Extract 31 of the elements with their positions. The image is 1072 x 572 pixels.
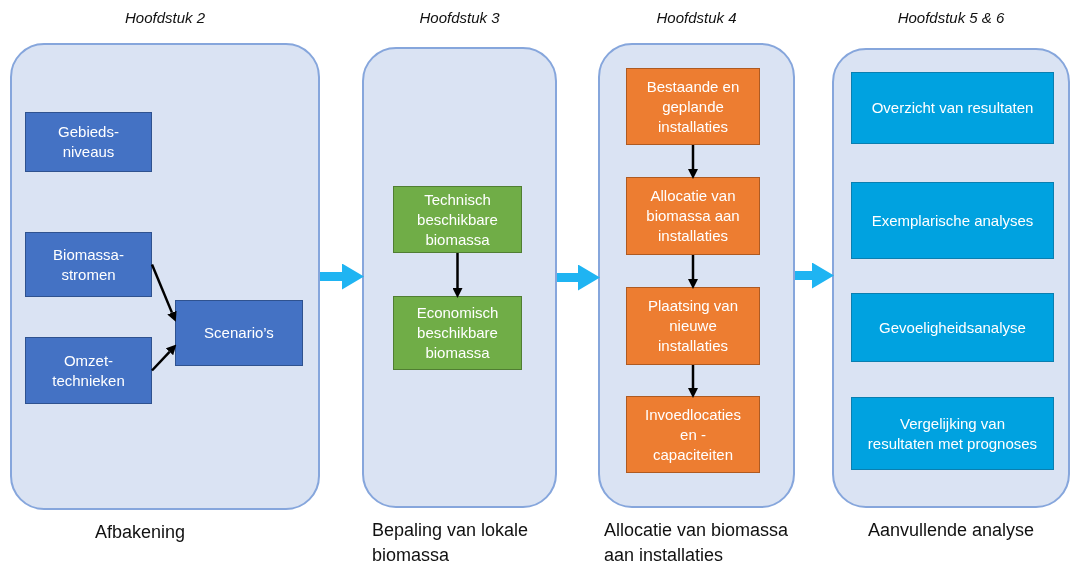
process-box: Gevoeligheidsanalyse xyxy=(851,293,1054,362)
process-box: Gebieds- niveaus xyxy=(25,112,152,172)
process-box: Overzicht van resultaten xyxy=(851,72,1054,144)
chapter-heading: Hoofdstuk 5 & 6 xyxy=(897,9,1005,26)
process-box: Economisch beschikbare biomassa xyxy=(393,296,522,370)
column-caption: Afbakening xyxy=(95,521,187,544)
chapter-heading: Hoofdstuk 3 xyxy=(419,9,500,26)
column-caption: Bepaling van lokale biomassa xyxy=(372,519,530,567)
arrow xyxy=(688,255,698,289)
arrow xyxy=(688,365,698,398)
arrow xyxy=(452,253,463,298)
arrow xyxy=(557,264,600,291)
arrow xyxy=(150,264,177,322)
arrow xyxy=(320,263,364,290)
chapter-heading: Hoofdstuk 4 xyxy=(656,9,737,26)
process-box: Vergelijking van resultaten met prognoses xyxy=(851,397,1054,470)
process-box: Bestaande en geplande installaties xyxy=(626,68,760,145)
process-box: Biomassa- stromen xyxy=(25,232,152,297)
process-box: Technisch beschikbare biomassa xyxy=(393,186,522,253)
column-caption: Aanvullende analyse xyxy=(866,519,1036,542)
process-box: Omzet- technieken xyxy=(25,337,152,404)
arrow xyxy=(688,145,698,179)
process-box: Exemplarische analyses xyxy=(851,182,1054,259)
column-caption: Allocatie van biomassa aan installaties xyxy=(604,519,790,567)
chapter-heading: Hoofdstuk 2 xyxy=(124,9,205,26)
process-box: Plaatsing van nieuwe installaties xyxy=(626,287,760,365)
process-box: Invoedlocaties en - capaciteiten xyxy=(626,396,760,473)
arrow xyxy=(151,344,177,372)
arrow xyxy=(795,262,834,289)
process-box: Allocatie van biomassa aan installaties xyxy=(626,177,760,255)
process-box: Scenario’s xyxy=(175,300,303,366)
